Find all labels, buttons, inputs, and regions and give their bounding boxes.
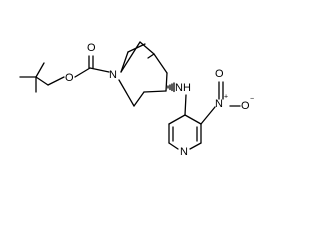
- ester-oxygen-label: O: [65, 72, 74, 84]
- carbamate-bonds: [47, 55, 110, 86]
- tert-butyl-group: [19, 62, 49, 93]
- nitro-oxygen-minus-label: O: [241, 100, 250, 112]
- nitro-oxygen-top-label: O: [215, 68, 224, 80]
- hashed-wedge-bond: [167, 82, 175, 93]
- nitro-nitrogen-charge: +: [224, 94, 228, 101]
- molecule-drawing: O O N NH N + O O − N: [19, 41, 254, 158]
- nitro-oxygen-charge: −: [250, 96, 254, 103]
- bridge-nitrogen-label: N: [109, 69, 117, 81]
- pyridine-nitrogen-label: N: [180, 146, 188, 158]
- bicyclic-cage: [118, 41, 168, 107]
- amine-pyridine-bond: [184, 94, 187, 116]
- structure-canvas: O O N NH N + O O − N: [19, 41, 255, 158]
- nitro-group: [200, 81, 241, 125]
- pyridine-ring: [168, 114, 202, 150]
- carbonyl-oxygen-label: O: [87, 42, 96, 54]
- amine-nh-label: NH: [175, 82, 191, 94]
- nitro-nitrogen-label: N: [215, 98, 223, 110]
